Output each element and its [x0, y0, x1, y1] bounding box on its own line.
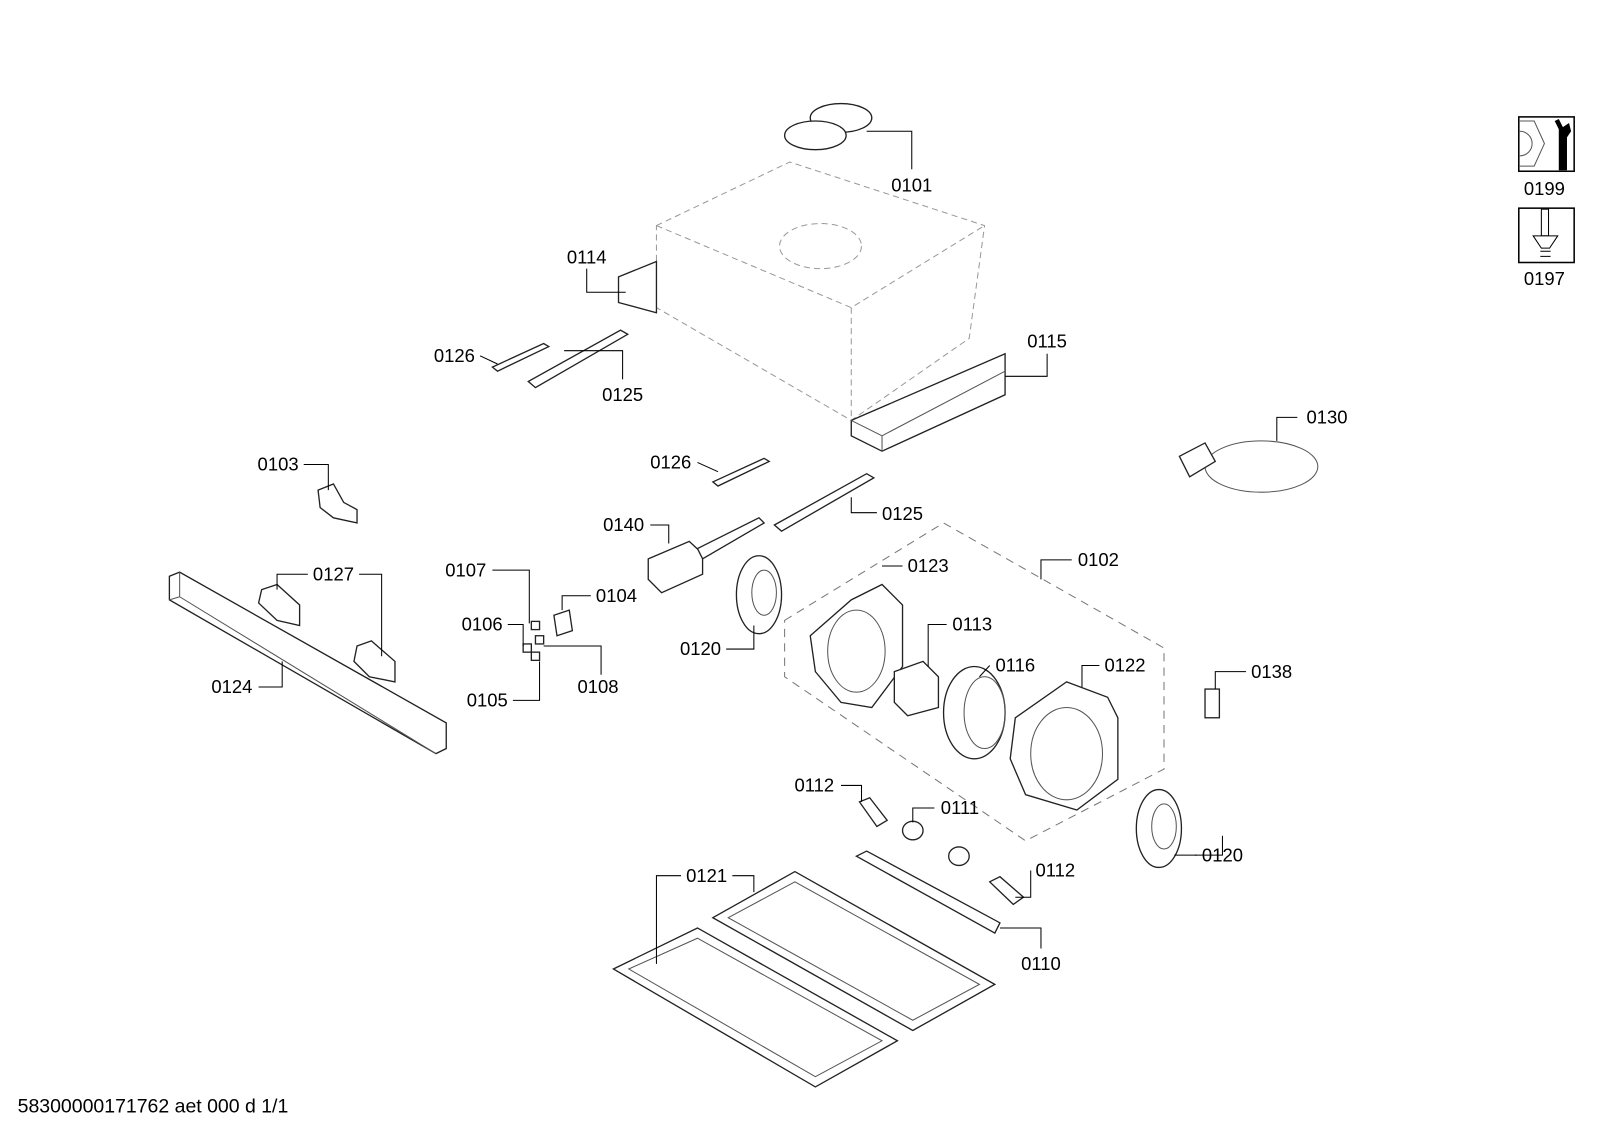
grease-filter-0121-a[interactable] — [711, 870, 997, 1032]
leader-lines — [258, 130, 1298, 964]
fan-housing-0123[interactable] — [809, 583, 904, 709]
label-0116: 0116 — [996, 655, 1036, 676]
blower-cover-0120-b[interactable] — [1135, 788, 1183, 869]
label-0120: 0120 — [1202, 844, 1243, 865]
label-0112: 0112 — [1035, 860, 1075, 881]
fan-wheel-0116[interactable] — [942, 665, 1006, 760]
rail-0126-upper[interactable] — [491, 342, 551, 372]
label-0106: 0106 — [462, 614, 503, 635]
small-parts-0104-0108[interactable] — [522, 609, 574, 662]
label-0199: 0199 — [1524, 178, 1565, 199]
rail-0125-lower[interactable] — [773, 472, 876, 532]
bracket-0127-a[interactable] — [257, 583, 301, 627]
front-panel-0115[interactable] — [850, 352, 1006, 452]
label-0103: 0103 — [258, 454, 299, 475]
label-0127: 0127 — [313, 563, 354, 584]
wrench-nut-icon — [1518, 116, 1575, 173]
label-0101: 0101 — [891, 175, 932, 196]
capacitor-0113[interactable] — [893, 660, 940, 717]
spacer-0112-b[interactable] — [988, 875, 1025, 906]
lamp-bar-0110[interactable] — [854, 850, 1001, 935]
label-0130: 0130 — [1307, 406, 1348, 427]
bracket-0127-b[interactable] — [353, 640, 396, 683]
drawing-number-footer: 58300000171762 aet 000 d 1/1 — [18, 1096, 289, 1118]
rail-0126-lower[interactable] — [711, 457, 771, 487]
label-0111: 0111 — [941, 797, 979, 818]
label-0112: 0112 — [795, 775, 835, 796]
label-0126: 0126 — [434, 345, 475, 366]
label-0115: 0115 — [1027, 331, 1067, 352]
part-0138[interactable] — [1204, 688, 1221, 719]
nut-0111-b[interactable] — [948, 846, 970, 867]
cover-0101[interactable] — [783, 102, 873, 151]
label-0125: 0125 — [602, 384, 643, 405]
fan-assembly-0102[interactable] — [784, 522, 1165, 842]
label-0124: 0124 — [211, 676, 252, 697]
grease-filter-0121-b[interactable] — [611, 927, 899, 1088]
label-0121: 0121 — [686, 865, 727, 886]
label-0122: 0122 — [1105, 655, 1146, 676]
label-0197: 0197 — [1524, 268, 1565, 289]
label-0125: 0125 — [882, 503, 923, 524]
label-0113: 0113 — [952, 614, 992, 635]
screwdriver-screw-icon — [1518, 207, 1575, 264]
label-0138: 0138 — [1251, 661, 1292, 682]
label-0120: 0120 — [680, 638, 721, 659]
motor-housing-0122[interactable] — [1009, 681, 1119, 811]
power-cord-0130[interactable] — [1178, 440, 1319, 493]
spacer-0112-a[interactable] — [858, 796, 889, 828]
switch-0140[interactable] — [647, 517, 766, 594]
label-0126: 0126 — [650, 452, 691, 473]
label-0114: 0114 — [567, 247, 607, 268]
label-0104: 0104 — [596, 585, 637, 606]
nut-0111-a[interactable] — [901, 820, 924, 841]
label-0108: 0108 — [577, 676, 618, 697]
blower-cover-0120-a[interactable] — [735, 555, 783, 635]
label-0107: 0107 — [445, 559, 486, 580]
label-0105: 0105 — [467, 689, 508, 710]
housing-0114[interactable] — [617, 161, 986, 422]
label-0140: 0140 — [603, 514, 644, 535]
rail-0125-upper[interactable] — [527, 329, 630, 389]
trim-strip-0124[interactable] — [168, 571, 447, 755]
callout-labels: 0101 0114 0115 0126 0125 0103 0126 0125 … — [211, 175, 1565, 974]
clip-0103[interactable] — [317, 483, 358, 524]
label-0102: 0102 — [1078, 549, 1119, 570]
label-0110: 0110 — [1021, 953, 1061, 974]
label-0123: 0123 — [908, 555, 949, 576]
